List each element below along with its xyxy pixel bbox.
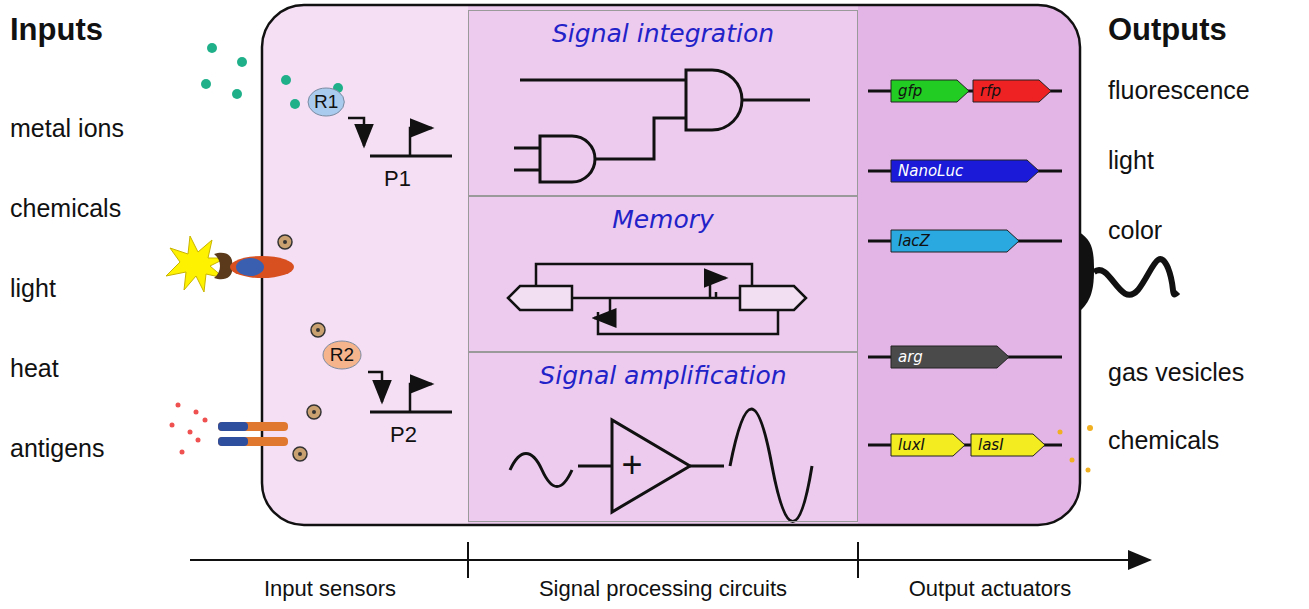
output-wave: [1094, 259, 1178, 295]
io-label: gas vesicles: [1108, 358, 1244, 387]
panel-title: Signal integration: [469, 19, 857, 48]
gene-arrow: arg: [890, 345, 1010, 369]
receptor-ellipse: [308, 88, 344, 116]
gene-name: NanoLuc: [898, 162, 963, 180]
io-label: color: [1108, 216, 1162, 245]
circuit-panel: Signal amplification: [468, 352, 858, 522]
gene-arrow: gfp: [890, 79, 970, 103]
io-label: light: [10, 274, 56, 303]
io-label: fluorescence: [1108, 76, 1250, 105]
gene-arrow: NanoLuc: [890, 159, 1040, 183]
gene-arrow: lacZ: [890, 229, 1020, 253]
gene-name: gfp: [898, 82, 922, 100]
gene-arrow-body: [891, 80, 969, 102]
output-port: [1079, 232, 1094, 312]
light-receptor: [166, 235, 294, 292]
stage-label: Input sensors: [264, 576, 396, 602]
promoter-label: P1: [384, 166, 411, 192]
and-gates: [514, 70, 810, 182]
io-label: antigens: [10, 434, 105, 463]
io-label: light: [1108, 146, 1154, 175]
gene-name: rfp: [980, 82, 1001, 100]
receptor: R2: [322, 340, 362, 370]
output-chemicals: [1058, 425, 1094, 473]
receptor-ellipse: [323, 341, 361, 369]
cell-outline: [262, 5, 1080, 525]
gene-arrow-body: [891, 230, 1019, 252]
gene-name: lacZ: [898, 232, 930, 250]
gene-arrow-body: [973, 80, 1051, 102]
column-heading: Outputs: [1108, 12, 1227, 48]
amplifier-sign: +: [621, 444, 642, 486]
gene-arrow: luxI: [890, 433, 966, 457]
receptor-name: R1: [314, 91, 338, 113]
gene-arrow-body: [891, 160, 1039, 182]
gene-arrow-body: [971, 434, 1045, 456]
stage-label: Signal processing circuits: [539, 576, 787, 602]
gene-arrow-body: [891, 434, 965, 456]
gene-backbones: [868, 91, 1062, 445]
antigen-receptor: [170, 403, 322, 462]
circuit-panel: Signal integration: [468, 10, 858, 196]
io-label: metal ions: [10, 114, 124, 143]
amplifier: [510, 409, 812, 522]
gene-arrow-body: [891, 346, 1009, 368]
gene-name: arg: [898, 348, 923, 366]
gene-arrow: lasI: [970, 433, 1046, 457]
stage-label: Output actuators: [909, 576, 1072, 602]
circuit-panel: Memory: [468, 196, 858, 352]
column-heading: Inputs: [10, 12, 103, 48]
receptor-name: R2: [330, 344, 354, 366]
cell-panels: [262, 5, 1080, 525]
gene-arrow: rfp: [972, 79, 1052, 103]
stage-axis: [190, 542, 1150, 578]
receptor: R1: [307, 87, 345, 117]
promoter-p1: [348, 118, 452, 156]
promoter-p2: [311, 323, 452, 412]
io-label: heat: [10, 354, 59, 383]
gene-name: luxI: [898, 436, 925, 454]
panel-title: Signal amplification: [469, 361, 857, 390]
gene-name: lasI: [978, 436, 1004, 454]
io-label: chemicals: [1108, 426, 1219, 455]
panel-title: Memory: [469, 205, 857, 234]
promoter-label: P2: [390, 422, 417, 448]
memory-toggle: [508, 264, 806, 334]
io-label: chemicals: [10, 194, 121, 223]
